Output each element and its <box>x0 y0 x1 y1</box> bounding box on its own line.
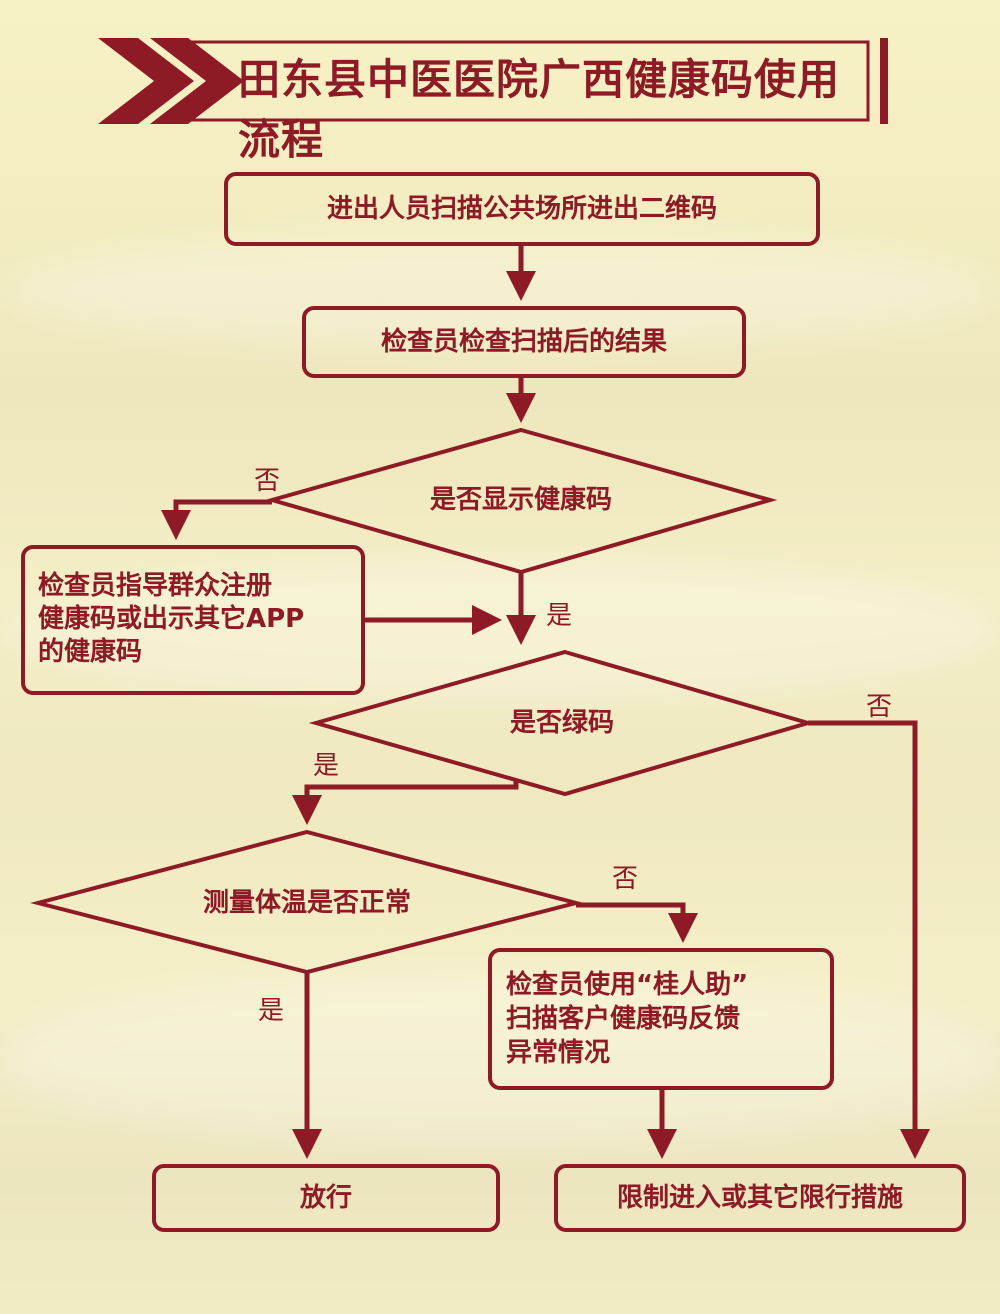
node-report-abnormal-line: 扫描客户健康码反馈 <box>506 1004 741 1034</box>
label-show-no: 否 <box>254 466 281 496</box>
node-guide-register-line: 检查员指导群众注册 <box>38 571 273 601</box>
arrow-green-no <box>808 720 930 1159</box>
title-banner <box>98 38 888 124</box>
node-report-abnormal-line: 异常情况 <box>506 1038 611 1068</box>
arrow-green-yes <box>292 780 519 825</box>
node-check-result-text: 检查员检查扫描后的结果 <box>380 327 667 357</box>
node-show-code-text: 是否显示健康码 <box>429 485 612 515</box>
arrow-temp-no <box>576 902 698 943</box>
diamond-green-code <box>308 649 816 797</box>
box-restrict <box>554 1164 966 1232</box>
node-temp-normal-text: 测量体温是否正常 <box>202 888 411 918</box>
chevron-icon <box>98 38 194 124</box>
arrow-show-no <box>161 499 272 540</box>
node-guide-register-text: 检查员指导群众注册 健康码或出示其它APP 的健康码 <box>38 570 358 669</box>
label-show-yes: 是 <box>546 601 573 631</box>
node-guide-register-line: 健康码或出示其它APP <box>38 604 305 634</box>
box-check-result <box>302 306 746 378</box>
label-temp-yes: 是 <box>258 996 285 1026</box>
node-restrict-text: 限制进入或其它限行措施 <box>616 1183 903 1213</box>
node-report-abnormal-text: 检查员使用“桂人助” 扫描客户健康码反馈 异常情况 <box>506 968 826 1070</box>
box-scan-qr <box>224 172 820 246</box>
node-report-abnormal-line: 检查员使用“桂人助” <box>506 970 749 1000</box>
title-banner-frame <box>163 40 870 122</box>
chevron-icon <box>150 38 244 124</box>
node-scan-qr-text: 进出人员扫描公共场所进出二维码 <box>326 194 717 224</box>
page-title: 田东县中医医院广西健康码使用流程 <box>238 55 841 164</box>
label-temp-no: 否 <box>612 864 639 894</box>
node-guide-register-line: 的健康码 <box>38 637 143 667</box>
node-release-text: 放行 <box>299 1183 352 1213</box>
label-green-yes: 是 <box>313 751 340 781</box>
node-green-code-text: 是否绿码 <box>509 708 614 738</box>
mist-band <box>0 230 1000 350</box>
label-green-no: 否 <box>866 692 893 722</box>
title-banner-bar <box>880 38 888 124</box>
box-release <box>152 1164 500 1232</box>
